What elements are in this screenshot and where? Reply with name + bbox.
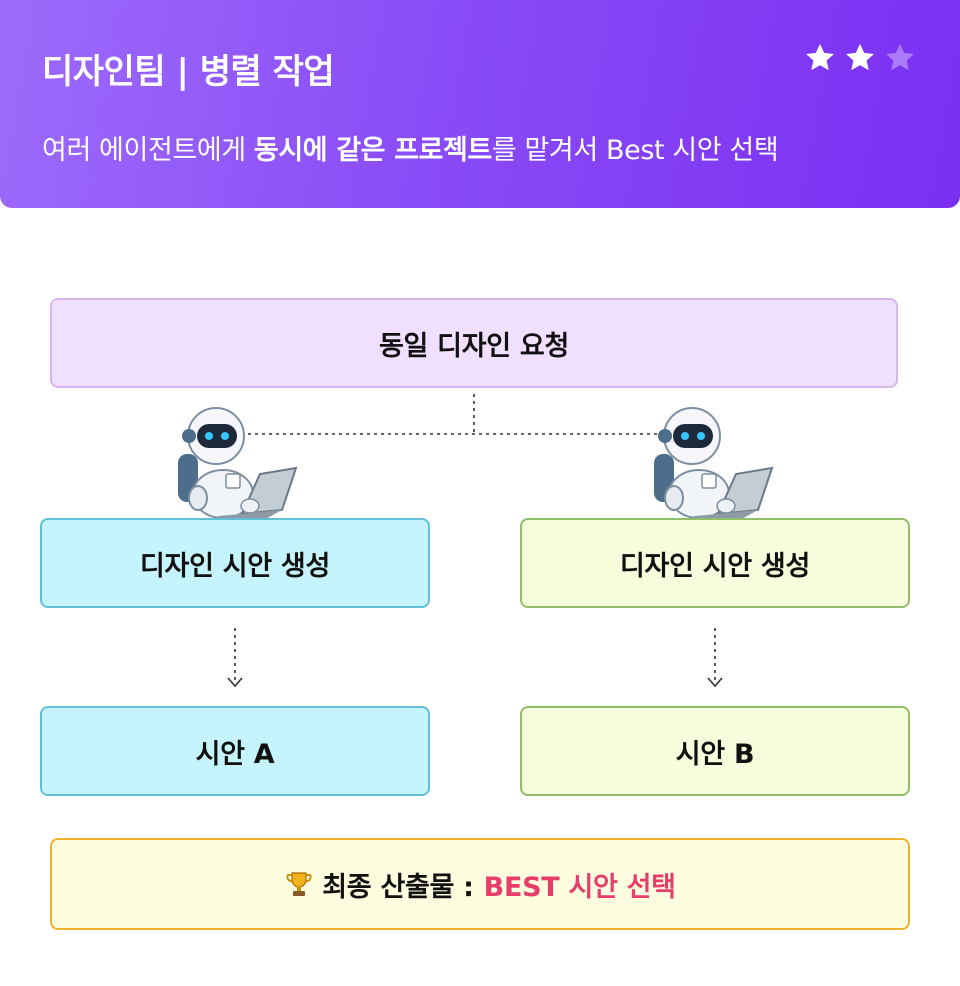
robot-laptop-icon xyxy=(178,407,298,522)
star-icon xyxy=(806,43,834,71)
subtitle-pre: 여러 에이전트에게 xyxy=(42,135,254,166)
agent-a-result-box: 시안 A xyxy=(40,706,430,796)
final-output-label: 최종 산출물 : xyxy=(322,871,474,903)
arrow-a-head xyxy=(227,677,243,688)
star-empty-icon xyxy=(886,43,914,71)
final-output-highlight: BEST 시안 선택 xyxy=(483,871,676,903)
trophy-icon xyxy=(286,872,312,896)
page-subtitle: 여러 에이전트에게 동시에 같은 프로젝트를 맡겨서 Best 시안 선택 xyxy=(42,128,779,167)
final-output-box: 최종 산출물 : BEST 시안 선택 xyxy=(50,838,910,930)
subtitle-post: 를 맡겨서 Best 시안 선택 xyxy=(491,135,779,166)
agent-b-task-box: 디자인 시안 생성 xyxy=(520,518,910,608)
design-request-box: 동일 디자인 요청 xyxy=(50,298,898,388)
robot-laptop-icon xyxy=(654,407,774,522)
header-banner: 디자인팀 | 병렬 작업 여러 에이전트에게 동시에 같은 프로젝트를 맡겨서 … xyxy=(0,0,960,208)
star-icon xyxy=(846,43,874,71)
page-title: 디자인팀 | 병렬 작업 xyxy=(42,52,335,92)
difficulty-rating xyxy=(802,40,918,76)
subtitle-bold: 동시에 같은 프로젝트 xyxy=(253,135,492,166)
agent-a-task-box: 디자인 시안 생성 xyxy=(40,518,430,608)
agent-b-result-box: 시안 B xyxy=(520,706,910,796)
arrow-b-head xyxy=(707,677,723,688)
